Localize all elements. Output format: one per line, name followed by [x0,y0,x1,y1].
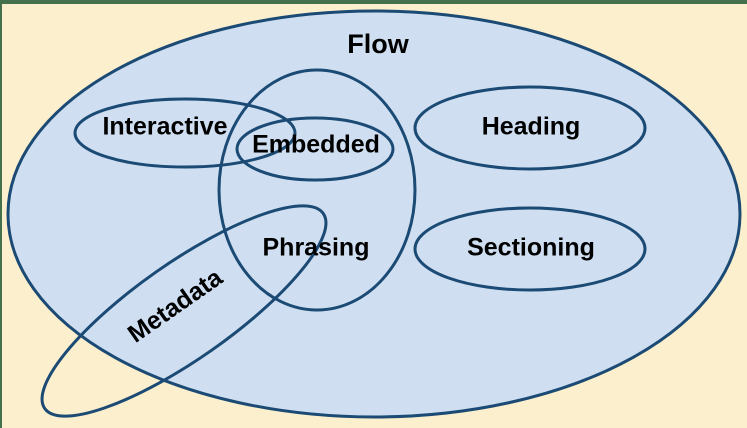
set-ellipse-metadata[interactable] [17,174,351,428]
set-ellipse-sectioning[interactable] [413,206,647,292]
set-label-phrasing: Phrasing [263,234,370,262]
set-ellipse-phrasing[interactable] [217,68,417,312]
set-label-embedded: Embedded [252,131,380,159]
set-ellipse-interactive[interactable] [73,97,297,169]
set-ellipse-flow[interactable] [6,9,742,419]
set-label-flow: Flow [347,29,409,59]
set-ellipse-embedded[interactable] [235,116,395,182]
set-label-interactive: Interactive [102,113,227,141]
set-label-heading: Heading [482,113,581,141]
set-ellipse-heading[interactable] [413,85,647,171]
set-label-sectioning: Sectioning [467,234,595,262]
